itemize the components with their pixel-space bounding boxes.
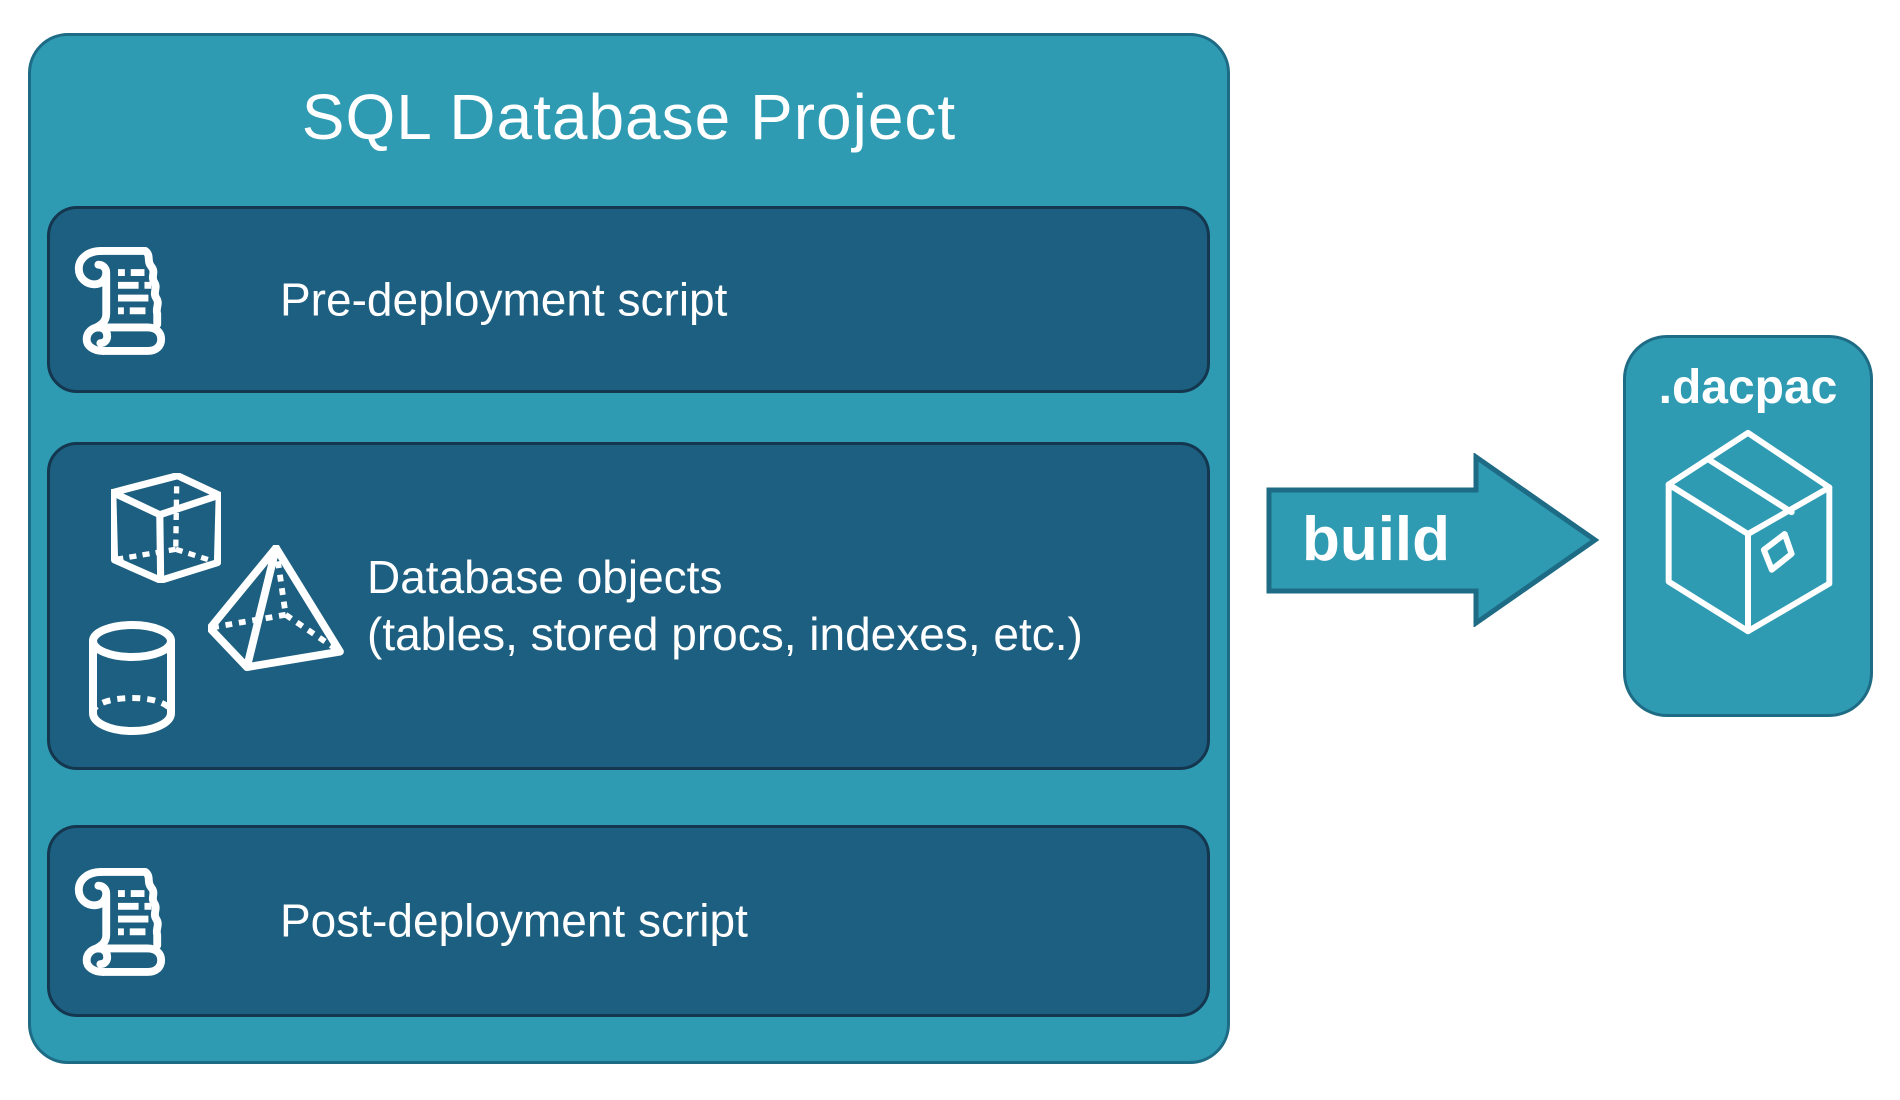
package-icon (1665, 429, 1833, 635)
post-deployment-label: Post-deployment script (280, 894, 748, 947)
pre-deployment-label: Pre-deployment script (280, 272, 728, 325)
cube-icon (111, 473, 221, 583)
project-title: SQL Database Project (301, 81, 957, 153)
database-objects-line2: (tables, stored procs, indexes, etc.) (367, 608, 1083, 660)
database-objects-line1: Database objects (367, 550, 723, 603)
dacpac-label: .dacpac (1658, 361, 1838, 414)
sql-database-project-container: SQL Database Project Pre-deploymen (28, 33, 1230, 1064)
pre-deployment-row: Pre-deployment script (47, 206, 1210, 393)
database-objects-row: Database objects (tables, stored procs, … (47, 442, 1210, 770)
scroll-icon (74, 868, 166, 976)
post-deployment-row: Post-deployment script (47, 825, 1210, 1017)
scroll-icon (74, 246, 166, 355)
dacpac-box: .dacpac (1623, 335, 1873, 717)
build-arrow-shape (1266, 453, 1600, 627)
pyramid-icon (208, 545, 344, 671)
cylinder-icon (89, 621, 175, 736)
build-label: build (1301, 505, 1451, 574)
database-objects-label: Database objects (tables, stored procs, … (367, 549, 1083, 663)
